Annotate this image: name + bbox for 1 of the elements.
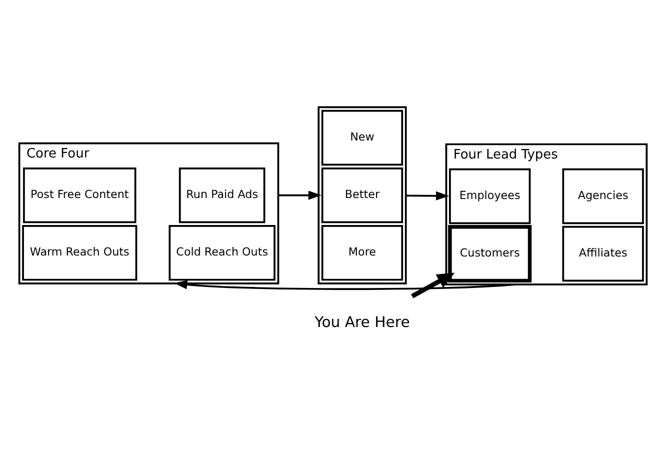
node-text: You Are Here [314,314,410,331]
